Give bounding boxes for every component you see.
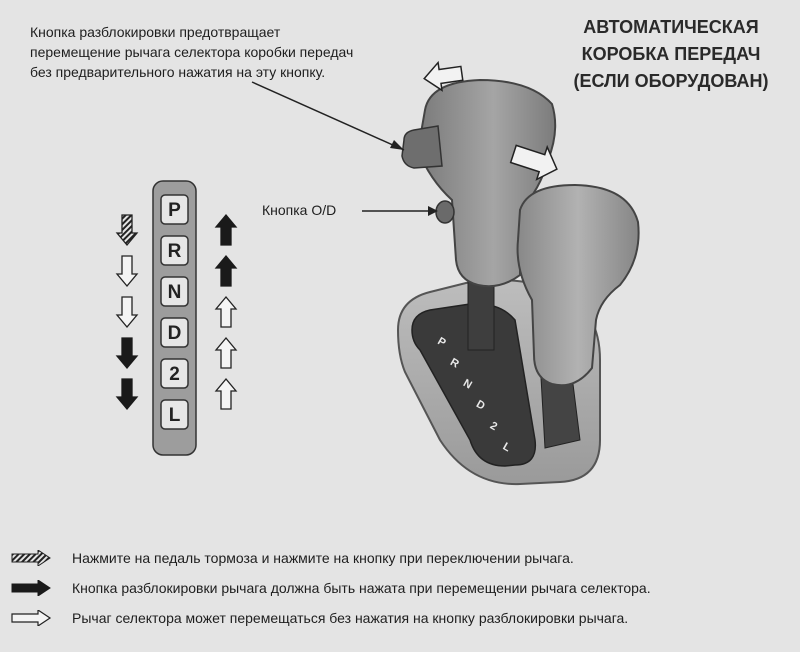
title-line-1: АВТОМАТИЧЕСКАЯ <box>583 17 759 37</box>
selector-knob-rear <box>416 78 557 288</box>
gear-key-p: P <box>160 194 189 225</box>
title-line-3: (ЕСЛИ ОБОРУДОВАН) <box>573 71 769 91</box>
title-line-2: КОРОБКА ПЕРЕДАЧ <box>581 44 761 64</box>
unlock-button <box>401 125 443 169</box>
solid-down-arrow-icon <box>115 378 139 411</box>
selector-knob-front <box>516 183 640 387</box>
callout-line-2: перемещение рычага селектора коробки пер… <box>30 44 354 60</box>
hatched-down-arrow-icon <box>115 214 139 247</box>
hollow-up-arrow-icon <box>214 295 238 328</box>
gear-key-label: L <box>169 405 181 426</box>
od-button-label: Кнопка O/D <box>262 202 337 218</box>
gear-key-d: D <box>160 317 189 348</box>
legend-text-hollow: Рычаг селектора может перемещаться без н… <box>72 610 629 626</box>
gear-key-2: 2 <box>160 358 189 389</box>
lever-motion-arrow <box>509 144 558 181</box>
solid-up-arrow-icon <box>214 213 238 246</box>
unlock-button-callout: Кнопка разблокировки предотвращает перем… <box>30 22 460 82</box>
gear-key-n: N <box>160 276 189 307</box>
legend-text-solid: Кнопка разблокировки рычага должна быть … <box>72 580 651 596</box>
hollow-up-arrow-icon <box>214 336 238 369</box>
solid-arrow-icon <box>11 580 51 596</box>
shift-gate-panel <box>411 303 537 467</box>
unlock-leader-line <box>251 81 405 151</box>
legend-item-solid: Кнопка разблокировки рычага должна быть … <box>10 573 795 603</box>
legend-text-hatched: Нажмите на педаль тормоза и нажмите на к… <box>72 550 574 566</box>
callout-line-1: Кнопка разблокировки предотвращает <box>30 24 281 40</box>
gear-key-l: L <box>160 399 189 430</box>
page-title: АВТОМАТИЧЕСКАЯ КОРОБКА ПЕРЕДАЧ (ЕСЛИ ОБО… <box>556 14 786 95</box>
hollow-down-arrow-icon <box>115 255 139 288</box>
od-leader-arrowhead <box>428 206 438 216</box>
press-direction-arrow <box>423 60 464 92</box>
gear-key-label: P <box>168 200 181 221</box>
callout-line-3: без предварительного нажатия на эту кноп… <box>30 64 326 80</box>
gear-key-label: N <box>168 282 182 303</box>
legend-item-hollow: Рычаг селектора может перемещаться без н… <box>10 603 795 633</box>
gear-key-r: R <box>160 235 189 266</box>
legend: Нажмите на педаль тормоза и нажмите на к… <box>10 543 795 633</box>
hollow-arrow-icon <box>11 610 52 626</box>
hatched-arrow-icon <box>11 550 51 566</box>
gear-key-label: R <box>168 241 182 262</box>
gate-label-2: 2 <box>488 420 499 433</box>
gear-key-label: 2 <box>169 364 180 385</box>
hollow-up-arrow-icon <box>214 377 238 410</box>
legend-item-hatched: Нажмите на педаль тормоза и нажмите на к… <box>10 543 795 573</box>
gear-key-label: D <box>168 323 182 344</box>
od-button <box>435 200 455 224</box>
upshift-arrows <box>214 213 238 410</box>
hollow-down-arrow-icon <box>115 296 139 329</box>
downshift-arrows <box>115 214 139 411</box>
solid-up-arrow-icon <box>214 254 238 287</box>
unlock-leader-arrowhead <box>390 140 404 150</box>
solid-down-arrow-icon <box>115 337 139 370</box>
